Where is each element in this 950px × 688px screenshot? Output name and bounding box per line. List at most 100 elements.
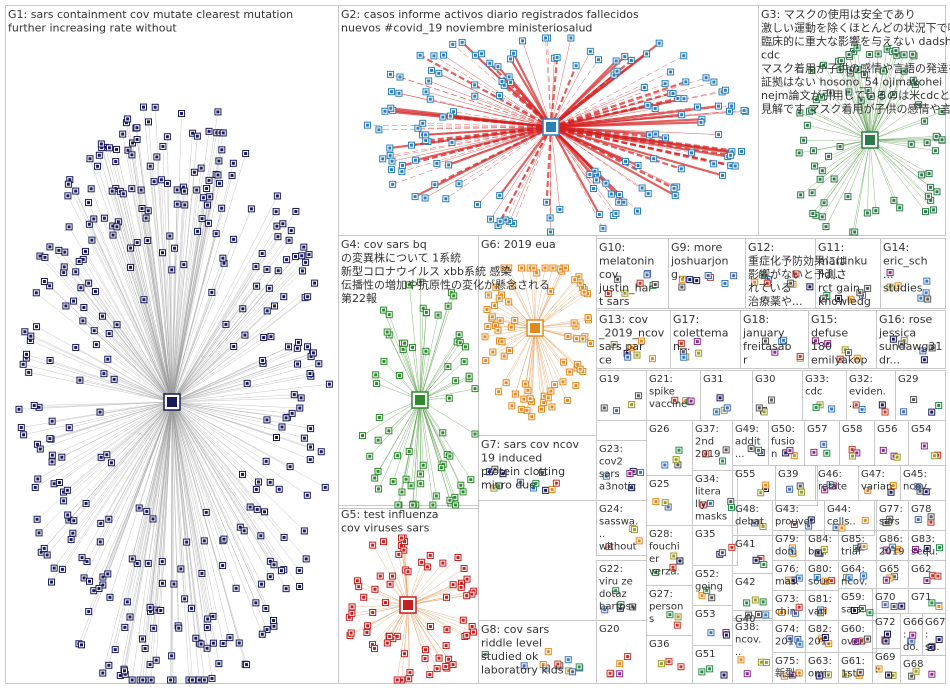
node-avatar bbox=[868, 53, 871, 56]
node-avatar bbox=[183, 597, 186, 600]
node-avatar bbox=[193, 171, 196, 174]
node-avatar bbox=[206, 618, 209, 621]
node-avatar bbox=[396, 454, 399, 457]
node-avatar bbox=[729, 500, 732, 503]
node-avatar bbox=[549, 216, 552, 219]
node-avatar bbox=[793, 454, 796, 457]
node-avatar bbox=[451, 141, 454, 144]
node-avatar bbox=[101, 576, 104, 579]
node-avatar bbox=[925, 280, 928, 283]
node-avatar bbox=[141, 207, 144, 210]
node-avatar bbox=[721, 551, 724, 554]
node-avatar bbox=[923, 444, 926, 447]
group-label-g46: G46:relate bbox=[818, 469, 847, 493]
node-avatar bbox=[190, 607, 193, 610]
node-avatar bbox=[864, 519, 867, 522]
node-avatar bbox=[894, 49, 897, 52]
node-avatar bbox=[452, 583, 455, 586]
node-avatar bbox=[730, 104, 733, 107]
node-avatar bbox=[630, 59, 633, 62]
node-avatar bbox=[652, 157, 655, 160]
node-avatar bbox=[910, 143, 913, 146]
node-avatar bbox=[414, 195, 417, 198]
node-avatar bbox=[313, 282, 316, 285]
group-label-g74: G74:201. bbox=[775, 624, 799, 648]
node-avatar bbox=[208, 195, 211, 198]
node-avatar bbox=[498, 194, 501, 197]
node-avatar bbox=[469, 478, 472, 481]
node-avatar bbox=[107, 518, 110, 521]
node-avatar bbox=[255, 488, 258, 491]
group-label-g18: G18:januaryfreitasabr bbox=[742, 313, 792, 367]
node-avatar bbox=[34, 486, 37, 489]
node-avatar bbox=[405, 478, 408, 481]
node-avatar bbox=[244, 152, 247, 155]
node-avatar bbox=[459, 484, 462, 487]
node-avatar bbox=[493, 304, 496, 307]
node-avatar bbox=[298, 585, 301, 588]
node-avatar bbox=[161, 582, 164, 585]
node-avatar bbox=[126, 117, 129, 120]
node-avatar bbox=[424, 139, 427, 142]
edge bbox=[870, 140, 926, 212]
node-avatar bbox=[106, 572, 109, 575]
node-avatar bbox=[114, 160, 117, 163]
group-label-g36: G36 bbox=[649, 639, 669, 650]
node-avatar bbox=[419, 54, 422, 57]
edge bbox=[172, 258, 223, 402]
group-label-g45: G45:ncov.. bbox=[903, 469, 932, 493]
node-avatar bbox=[695, 279, 698, 282]
node-avatar bbox=[23, 330, 26, 333]
node-avatar bbox=[416, 127, 419, 130]
node-avatar bbox=[305, 557, 308, 560]
node-avatar bbox=[900, 605, 903, 608]
group-label-g17: G17:coletteman... bbox=[673, 313, 728, 353]
group-label-g43: G43:prouver bbox=[775, 504, 815, 528]
node-avatar bbox=[812, 149, 815, 152]
node-avatar bbox=[92, 589, 95, 592]
node-avatar bbox=[138, 507, 141, 510]
node-avatar bbox=[67, 183, 70, 186]
node-avatar bbox=[81, 556, 84, 559]
node-avatar bbox=[217, 159, 220, 162]
node-avatar bbox=[36, 518, 39, 521]
node-avatar bbox=[371, 611, 374, 614]
group-label-g68: G68 bbox=[903, 659, 923, 670]
node-avatar bbox=[222, 131, 225, 134]
node-avatar bbox=[390, 168, 393, 171]
node-avatar bbox=[48, 245, 51, 248]
node-avatar bbox=[317, 362, 320, 365]
group-label-g37: G37:2nd2019 bbox=[695, 424, 720, 460]
group-label-g75: G75:新型.. bbox=[775, 656, 801, 680]
node-avatar bbox=[291, 412, 294, 415]
node-avatar bbox=[637, 164, 640, 167]
node-avatar bbox=[269, 575, 272, 578]
node-avatar bbox=[100, 142, 103, 145]
node-avatar bbox=[808, 285, 811, 288]
node-avatar bbox=[578, 665, 581, 668]
node-avatar bbox=[551, 488, 554, 491]
group-label-g70: G70 bbox=[875, 592, 895, 603]
node-avatar bbox=[910, 675, 913, 678]
node-avatar bbox=[558, 208, 561, 211]
edge bbox=[172, 402, 277, 438]
node-avatar bbox=[847, 53, 850, 56]
node-avatar bbox=[764, 484, 767, 487]
node-avatar bbox=[442, 54, 445, 57]
node-avatar bbox=[180, 112, 183, 115]
node-avatar bbox=[601, 227, 604, 230]
node-avatar bbox=[108, 146, 111, 149]
group-label-g57: G57 bbox=[807, 424, 827, 435]
group-label-g26: G26 bbox=[649, 424, 669, 435]
node-avatar bbox=[510, 326, 513, 329]
node-avatar bbox=[799, 355, 802, 358]
node-avatar bbox=[356, 579, 359, 582]
node-avatar bbox=[269, 481, 272, 484]
node-avatar bbox=[911, 634, 914, 637]
group-label-g78: G78 bbox=[911, 504, 931, 515]
node-avatar bbox=[823, 201, 826, 204]
node-avatar bbox=[387, 429, 390, 432]
node-avatar bbox=[261, 633, 264, 636]
node-avatar bbox=[447, 658, 450, 661]
node-avatar bbox=[569, 37, 572, 40]
